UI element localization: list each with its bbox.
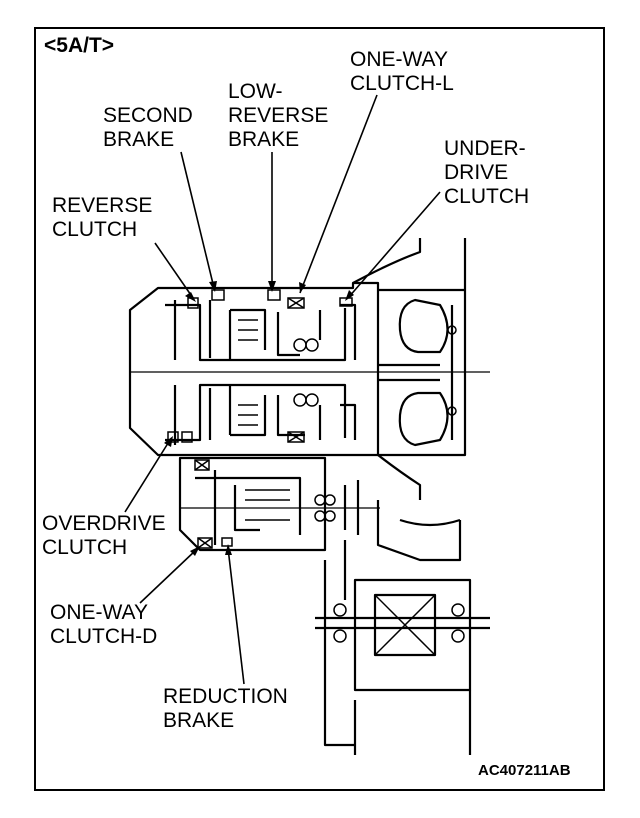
- svg-text:REVERSE: REVERSE: [228, 104, 328, 127]
- svg-text:CLUTCH: CLUTCH: [42, 536, 127, 559]
- svg-text:CLUTCH-D: CLUTCH-D: [50, 625, 157, 648]
- svg-text:CLUTCH: CLUTCH: [444, 185, 529, 208]
- diagram-frame: [34, 27, 605, 791]
- label-low-reverse-brake: LOW- REVERSE BRAKE: [228, 80, 328, 151]
- svg-text:CLUTCH: CLUTCH: [52, 218, 137, 241]
- svg-text:BRAKE: BRAKE: [163, 709, 234, 732]
- label-underdrive-clutch: UNDER- DRIVE CLUTCH: [444, 137, 529, 208]
- leader-lines: [124, 94, 441, 685]
- reference-code: AC407211AB: [478, 762, 571, 779]
- label-overdrive-clutch: OVERDRIVE CLUTCH: [42, 512, 166, 559]
- label-reduction-brake: REDUCTION BRAKE: [163, 685, 288, 732]
- label-second-brake: SECOND BRAKE: [103, 104, 193, 151]
- label-one-way-clutch-l: ONE-WAY CLUTCH-L: [350, 48, 454, 95]
- svg-text:OVERDRIVE: OVERDRIVE: [42, 512, 166, 535]
- svg-text:UNDER-: UNDER-: [444, 137, 526, 160]
- svg-text:DRIVE: DRIVE: [444, 161, 508, 184]
- svg-text:BRAKE: BRAKE: [103, 128, 174, 151]
- model-label: <5A/T>: [44, 34, 114, 57]
- svg-text:ONE-WAY: ONE-WAY: [50, 601, 148, 624]
- svg-text:REDUCTION: REDUCTION: [163, 685, 288, 708]
- svg-text:ONE-WAY: ONE-WAY: [350, 48, 448, 71]
- svg-text:REVERSE: REVERSE: [52, 194, 152, 217]
- label-reverse-clutch: REVERSE CLUTCH: [52, 194, 152, 241]
- svg-text:BRAKE: BRAKE: [228, 128, 299, 151]
- svg-text:SECOND: SECOND: [103, 104, 193, 127]
- label-one-way-clutch-d: ONE-WAY CLUTCH-D: [50, 601, 157, 648]
- svg-text:CLUTCH-L: CLUTCH-L: [350, 72, 454, 95]
- svg-text:LOW-: LOW-: [228, 80, 282, 103]
- gear-train-schematic: [128, 238, 490, 755]
